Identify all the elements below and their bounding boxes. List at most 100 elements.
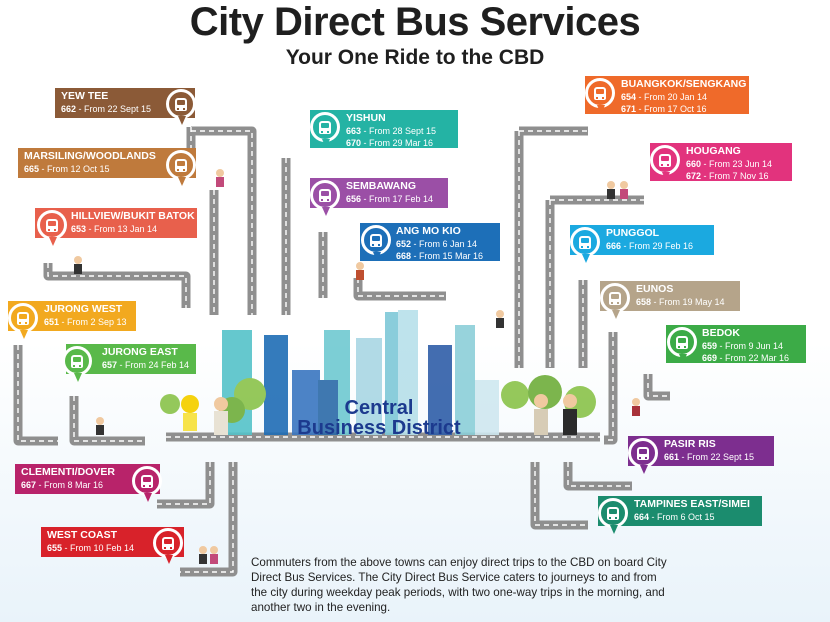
service-start-date: - From 12 Oct 15 bbox=[39, 164, 110, 174]
service-line: 655 - From 10 Feb 14 bbox=[47, 542, 150, 554]
service-line: 665 - From 12 Oct 15 bbox=[24, 163, 162, 175]
service-line: 668 - From 15 Mar 16 bbox=[396, 250, 494, 262]
service-start-date: - From 2 Sep 13 bbox=[59, 317, 127, 327]
service-line: 660 - From 23 Jun 14 bbox=[686, 158, 786, 170]
service-number: 655 bbox=[47, 543, 63, 553]
bus-stop-pin bbox=[628, 438, 658, 474]
town-name: MARSILING/WOODLANDS bbox=[24, 150, 156, 162]
service-start-date: - From 10 Feb 14 bbox=[62, 543, 135, 553]
service-line: 661 - From 22 Sept 15 bbox=[664, 451, 768, 463]
service-line: 666 - From 29 Feb 16 bbox=[606, 240, 708, 252]
service-line: 670 - From 29 Mar 16 bbox=[346, 137, 452, 149]
service-number: 671 bbox=[621, 104, 637, 114]
cbd-label-line1: Central bbox=[344, 397, 414, 419]
service-line: 657 - From 24 Feb 14 bbox=[102, 359, 190, 371]
service-description: Commuters from the above towns can enjoy… bbox=[251, 556, 667, 614]
service-number: 652 bbox=[396, 239, 412, 249]
service-number: 654 bbox=[621, 92, 637, 102]
service-start-date: - From 17 Feb 14 bbox=[361, 194, 434, 204]
town-name: YEW TEE bbox=[61, 90, 109, 102]
town-name: BUANGKOK/SENGKANG bbox=[621, 78, 747, 90]
bus-stop-pin bbox=[361, 225, 391, 261]
bus-icon bbox=[594, 86, 606, 100]
town-name: BEDOK bbox=[702, 327, 740, 339]
service-start-date: - From 13 Jan 14 bbox=[86, 224, 158, 234]
service-number: 667 bbox=[21, 480, 37, 490]
service-number: 658 bbox=[636, 297, 652, 307]
bus-stop-pin bbox=[570, 227, 600, 263]
service-number: 657 bbox=[102, 360, 118, 370]
bus-icon bbox=[71, 354, 83, 368]
service-number: 660 bbox=[686, 159, 702, 169]
bus-icon bbox=[17, 311, 29, 325]
town-name: YISHUN bbox=[346, 112, 386, 124]
bus-icon bbox=[175, 158, 187, 172]
bus-icon bbox=[607, 506, 619, 520]
bus-stop-pin bbox=[153, 528, 183, 564]
bus-stop-pin bbox=[650, 145, 680, 181]
service-start-date: - From 17 Oct 16 bbox=[636, 104, 707, 114]
service-number: 666 bbox=[606, 241, 622, 251]
service-number: 670 bbox=[346, 138, 362, 148]
bus-icon bbox=[659, 153, 671, 167]
bus-stop-pin bbox=[166, 89, 196, 125]
service-start-date: - From 28 Sept 15 bbox=[361, 126, 437, 136]
bus-stop-pin bbox=[600, 283, 630, 319]
service-start-date: - From 6 Oct 15 bbox=[649, 512, 715, 522]
bus-icon bbox=[370, 233, 382, 247]
service-line: 667 - From 8 Mar 16 bbox=[21, 479, 126, 491]
bus-icon bbox=[637, 446, 649, 460]
service-start-date: - From 29 Mar 16 bbox=[361, 138, 434, 148]
bus-stop-pin bbox=[598, 498, 628, 534]
service-start-date: - From 9 Jun 14 bbox=[717, 341, 784, 351]
town-name: SEMBAWANG bbox=[346, 180, 417, 192]
town-name: CLEMENTI/DOVER bbox=[21, 466, 115, 478]
bus-stop-pin bbox=[667, 327, 697, 363]
service-line: 651 - From 2 Sep 13 bbox=[44, 316, 130, 328]
service-number: 661 bbox=[664, 452, 680, 462]
service-line: 663 - From 28 Sept 15 bbox=[346, 125, 452, 137]
service-line: 669 - From 22 Mar 16 bbox=[702, 352, 800, 364]
bus-stop-pin bbox=[8, 303, 38, 339]
bus-icon bbox=[319, 188, 331, 202]
cbd-label-line2: Business District bbox=[297, 417, 461, 439]
service-number: 669 bbox=[702, 353, 718, 363]
service-line: 654 - From 20 Jan 14 bbox=[621, 91, 743, 103]
service-number: 656 bbox=[346, 194, 362, 204]
service-start-date: - From 29 Feb 16 bbox=[621, 241, 694, 251]
bus-icon bbox=[676, 335, 688, 349]
town-name: HOUGANG bbox=[686, 145, 741, 157]
bus-stop-pin bbox=[62, 346, 92, 382]
service-start-date: - From 23 Jun 14 bbox=[701, 159, 773, 169]
town-name: PASIR RIS bbox=[664, 438, 716, 450]
town-name: ANG MO KIO bbox=[396, 225, 461, 237]
service-line: 659 - From 9 Jun 14 bbox=[702, 340, 800, 352]
service-line: 658 - From 19 May 14 bbox=[636, 296, 734, 308]
service-line: 672 - From 7 Nov 16 bbox=[686, 170, 786, 182]
town-name: EUNOS bbox=[636, 283, 674, 295]
town-name: JURONG WEST bbox=[44, 303, 123, 315]
service-number: 659 bbox=[702, 341, 718, 351]
service-line: 664 - From 6 Oct 15 bbox=[634, 511, 756, 523]
service-number: 672 bbox=[686, 171, 702, 181]
service-start-date: - From 20 Jan 14 bbox=[636, 92, 708, 102]
service-number: 663 bbox=[346, 126, 362, 136]
service-line: 671 - From 17 Oct 16 bbox=[621, 103, 743, 115]
service-start-date: - From 24 Feb 14 bbox=[117, 360, 190, 370]
bus-stop-pin bbox=[585, 78, 615, 114]
service-line: 653 - From 13 Jan 14 bbox=[71, 223, 191, 235]
service-number: 653 bbox=[71, 224, 87, 234]
service-number: 668 bbox=[396, 251, 412, 261]
town-name: HILLVIEW/BUKIT BATOK bbox=[71, 210, 195, 222]
commuter-figures bbox=[74, 169, 640, 564]
service-start-date: - From 19 May 14 bbox=[651, 297, 725, 307]
town-name: TAMPINES EAST/SIMEI bbox=[634, 498, 750, 510]
bus-stop-pin bbox=[132, 466, 162, 502]
bus-stop-pin bbox=[310, 112, 340, 148]
service-line: 652 - From 6 Jan 14 bbox=[396, 238, 494, 250]
page-subtitle: Your One Ride to the CBD bbox=[285, 46, 545, 69]
bus-icon bbox=[579, 235, 591, 249]
bus-stop-pin bbox=[37, 210, 67, 246]
service-start-date: - From 8 Mar 16 bbox=[36, 480, 104, 490]
